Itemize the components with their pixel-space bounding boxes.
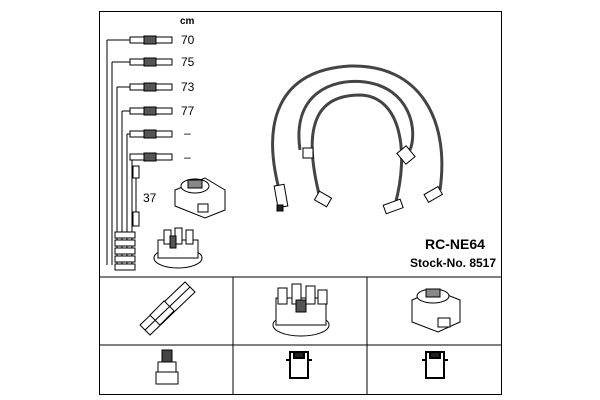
cable-length-4: 77 bbox=[181, 104, 195, 118]
connector-4 bbox=[129, 106, 173, 116]
accessory-grid bbox=[99, 276, 502, 395]
terminal-stack bbox=[114, 231, 136, 271]
connector-6 bbox=[129, 152, 173, 162]
cable-length-6: – bbox=[184, 150, 191, 164]
coil-lead-length: 37 bbox=[143, 191, 157, 205]
cable-ends bbox=[273, 145, 444, 215]
connector-1 bbox=[129, 35, 173, 45]
cable-length-1: 70 bbox=[181, 33, 195, 47]
ignition-coil-icon bbox=[411, 288, 461, 333]
coil-terminal-icon bbox=[422, 351, 448, 379]
cable-length-2: 75 bbox=[181, 55, 195, 69]
distributor-cap-drawing bbox=[153, 227, 203, 269]
spark-plug-icon bbox=[139, 281, 196, 336]
length-unit-label: cm bbox=[180, 16, 195, 27]
cable-length-3: 73 bbox=[181, 80, 195, 94]
cable-length-5: – bbox=[184, 126, 191, 140]
connector-5 bbox=[129, 129, 173, 139]
connector-2 bbox=[129, 57, 173, 67]
cable-bracket bbox=[106, 39, 133, 265]
stock-number: Stock-No. 8517 bbox=[410, 256, 497, 270]
product-code: RC-NE64 bbox=[425, 236, 485, 252]
connector-3 bbox=[129, 82, 173, 92]
distributor-cap-icon bbox=[272, 283, 330, 337]
cable-connectors bbox=[129, 35, 173, 162]
diagram-frame bbox=[99, 11, 502, 395]
ignition-cables bbox=[271, 64, 444, 206]
plug-connector-icon bbox=[155, 349, 179, 385]
cap-terminal-icon bbox=[286, 351, 312, 379]
coil-lead-connector bbox=[132, 165, 140, 227]
ignition-coil-drawing bbox=[174, 177, 226, 219]
